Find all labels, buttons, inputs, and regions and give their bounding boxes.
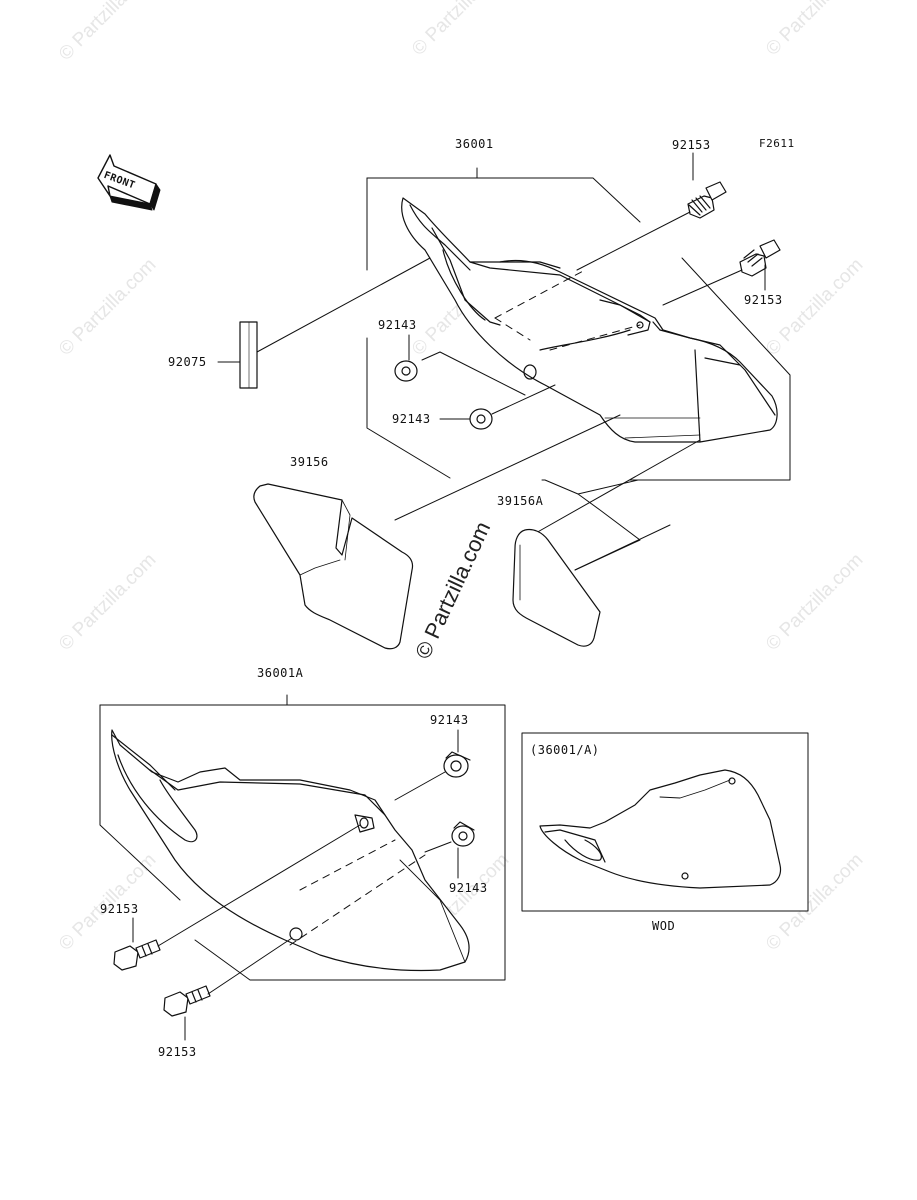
part-label-92153: 92153 [744, 293, 783, 307]
part-label-92143: 92143 [449, 881, 488, 895]
part-label-39156A: 39156A [497, 494, 544, 508]
hidden-lines-upper [494, 269, 641, 351]
inset-variant-label: WOD [652, 919, 676, 933]
grommet-92143-a-icon [443, 751, 471, 778]
grommet-92143-upper-icon [394, 360, 418, 382]
hidden-lines-lower [289, 839, 426, 946]
reference-frame-36001A [99, 694, 506, 981]
part-label-39156: 39156 [290, 455, 329, 469]
bolt-92153-lower-b-icon [163, 985, 211, 1017]
inset-caption: (36001/A) [530, 743, 600, 757]
leader-lines-lower [132, 729, 459, 1041]
bolt-92153-upper-icon [687, 181, 727, 219]
grommet-92143-b-icon [451, 821, 475, 847]
pad-92075 [239, 321, 258, 389]
bolt-92153-right-icon [739, 239, 781, 277]
part-label-92143: 92143 [430, 713, 469, 727]
part-label-92075: 92075 [168, 355, 207, 369]
decal-39156 [253, 483, 414, 650]
part-label-92143: 92143 [392, 412, 431, 426]
grommet-92143-lower-icon [469, 408, 493, 430]
part-label-92153: 92153 [100, 902, 139, 916]
reference-frame-36001 [366, 167, 791, 495]
side-cover-36001A [111, 729, 470, 972]
part-label-92143: 92143 [378, 318, 417, 332]
part-label-36001: 36001 [455, 137, 494, 151]
decal-bracket [574, 493, 641, 571]
figure-code: F2611 [759, 137, 795, 150]
front-arrow-icon [97, 154, 161, 211]
decal-39156A [512, 528, 601, 647]
part-label-92153: 92153 [672, 138, 711, 152]
inset-side-cover [539, 769, 782, 889]
bolt-92153-lower-a-icon [113, 939, 161, 971]
part-label-92153: 92153 [158, 1045, 197, 1059]
side-cover-36001 [401, 197, 778, 443]
part-label-36001A: 36001A [257, 666, 304, 680]
